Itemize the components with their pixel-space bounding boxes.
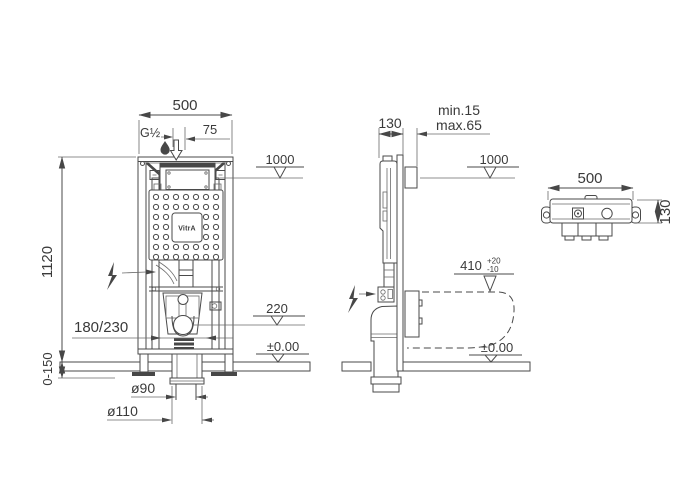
level-1000-side: 1000	[420, 152, 519, 180]
outlet-socket	[173, 315, 193, 335]
level-1000-front: 1000	[220, 152, 304, 180]
level-label: ±0.00	[481, 340, 513, 355]
dim-label: G½	[140, 126, 161, 140]
pan-dashed-outline	[407, 291, 515, 349]
side-view: 130 min.15 max.65 1000 410 +20 -10 ±0.	[341, 102, 531, 393]
dim-label: ø110	[107, 403, 138, 419]
dim-outlet-diameters: ø90 ø110	[107, 380, 214, 424]
level-label: 1000	[266, 152, 295, 167]
flush-port	[601, 207, 613, 220]
dim-label: 180/230	[74, 319, 128, 336]
level-label: 1000	[480, 152, 509, 167]
top-body	[541, 195, 641, 241]
duct-block	[561, 222, 613, 237]
top-view: 500 130	[541, 170, 674, 241]
dim-top-depth: 130	[637, 199, 674, 225]
perforation-holes	[152, 193, 220, 261]
frame-screw-icon	[140, 161, 145, 166]
dim-foot-adjust: 0-150	[40, 352, 115, 386]
side-cistern	[370, 155, 402, 393]
drain-elbow	[370, 305, 399, 378]
level-triangle-icon	[483, 166, 497, 180]
lightning-bolt-icon	[107, 262, 117, 290]
wc-pan-outline	[404, 290, 515, 349]
flush-plate-duct	[404, 166, 418, 189]
perforated-plate: VitrA	[148, 189, 224, 261]
level-triangle-icon	[483, 354, 499, 363]
tolerance-upper: +20	[487, 257, 501, 266]
level-triangle-icon	[273, 166, 287, 180]
dim-wall-finish: min.15 max.65	[416, 102, 490, 166]
level-triangle-icon	[271, 353, 285, 363]
side-frame-rail	[396, 154, 404, 372]
water-inlet-port	[572, 207, 584, 220]
dim-top-width: 500	[547, 170, 634, 200]
level-410: 410 +20 -10	[454, 257, 514, 293]
cistern-access-window	[145, 162, 226, 193]
adjustable-feet	[132, 353, 237, 376]
dim-label: 130	[378, 115, 402, 131]
level-floor-side: ±0.00	[469, 340, 522, 363]
dim-label: 75	[203, 122, 217, 137]
level-triangle-icon	[270, 315, 284, 326]
brand-logo: VitrA	[178, 226, 196, 233]
dim-label: 500	[172, 97, 197, 114]
level-220: 220	[192, 301, 305, 326]
logo-plate	[171, 212, 203, 243]
level-label: 410	[460, 258, 482, 273]
lightning-bolt-icon	[348, 285, 358, 313]
drain-pipe-front	[169, 353, 205, 400]
level-label: 220	[266, 301, 288, 316]
dim-label: ø90	[131, 380, 155, 396]
level-floor-front: ±0.00	[256, 339, 309, 363]
dim-frame-height: 1120	[39, 156, 136, 363]
dim-outlet-offset: 180/230	[72, 319, 233, 341]
dim-label: max.65	[436, 117, 482, 133]
wall-bracket-icon	[149, 170, 160, 180]
front-view: VitrA	[39, 97, 311, 424]
water-drop-icon	[160, 141, 170, 155]
dim-front-width: 500	[138, 97, 233, 154]
dim-label: 0-150	[40, 352, 55, 385]
dim-label: 130	[657, 199, 674, 224]
level-triangle-icon	[483, 275, 497, 293]
tolerance-lower: -10	[487, 265, 499, 274]
level-label: ±0.00	[267, 339, 299, 354]
inlet-arrow-icon	[169, 139, 183, 161]
dim-side-depth: 130	[378, 115, 404, 158]
wall-bracket-icon	[215, 170, 226, 180]
dim-label: min.15	[438, 102, 480, 118]
side-floor-section	[341, 361, 531, 372]
dim-label: 500	[577, 170, 602, 187]
dim-water-inlet: G½ 75	[140, 122, 230, 161]
frame-screw-icon	[226, 161, 231, 166]
dim-label: 1120	[39, 246, 56, 278]
electric-cable	[158, 261, 178, 282]
electric-connection-callout-front	[107, 262, 156, 290]
flush-pipe-front	[155, 259, 194, 288]
pan-fixing-bracket	[404, 290, 420, 338]
electric-connection-callout-side	[348, 285, 376, 313]
